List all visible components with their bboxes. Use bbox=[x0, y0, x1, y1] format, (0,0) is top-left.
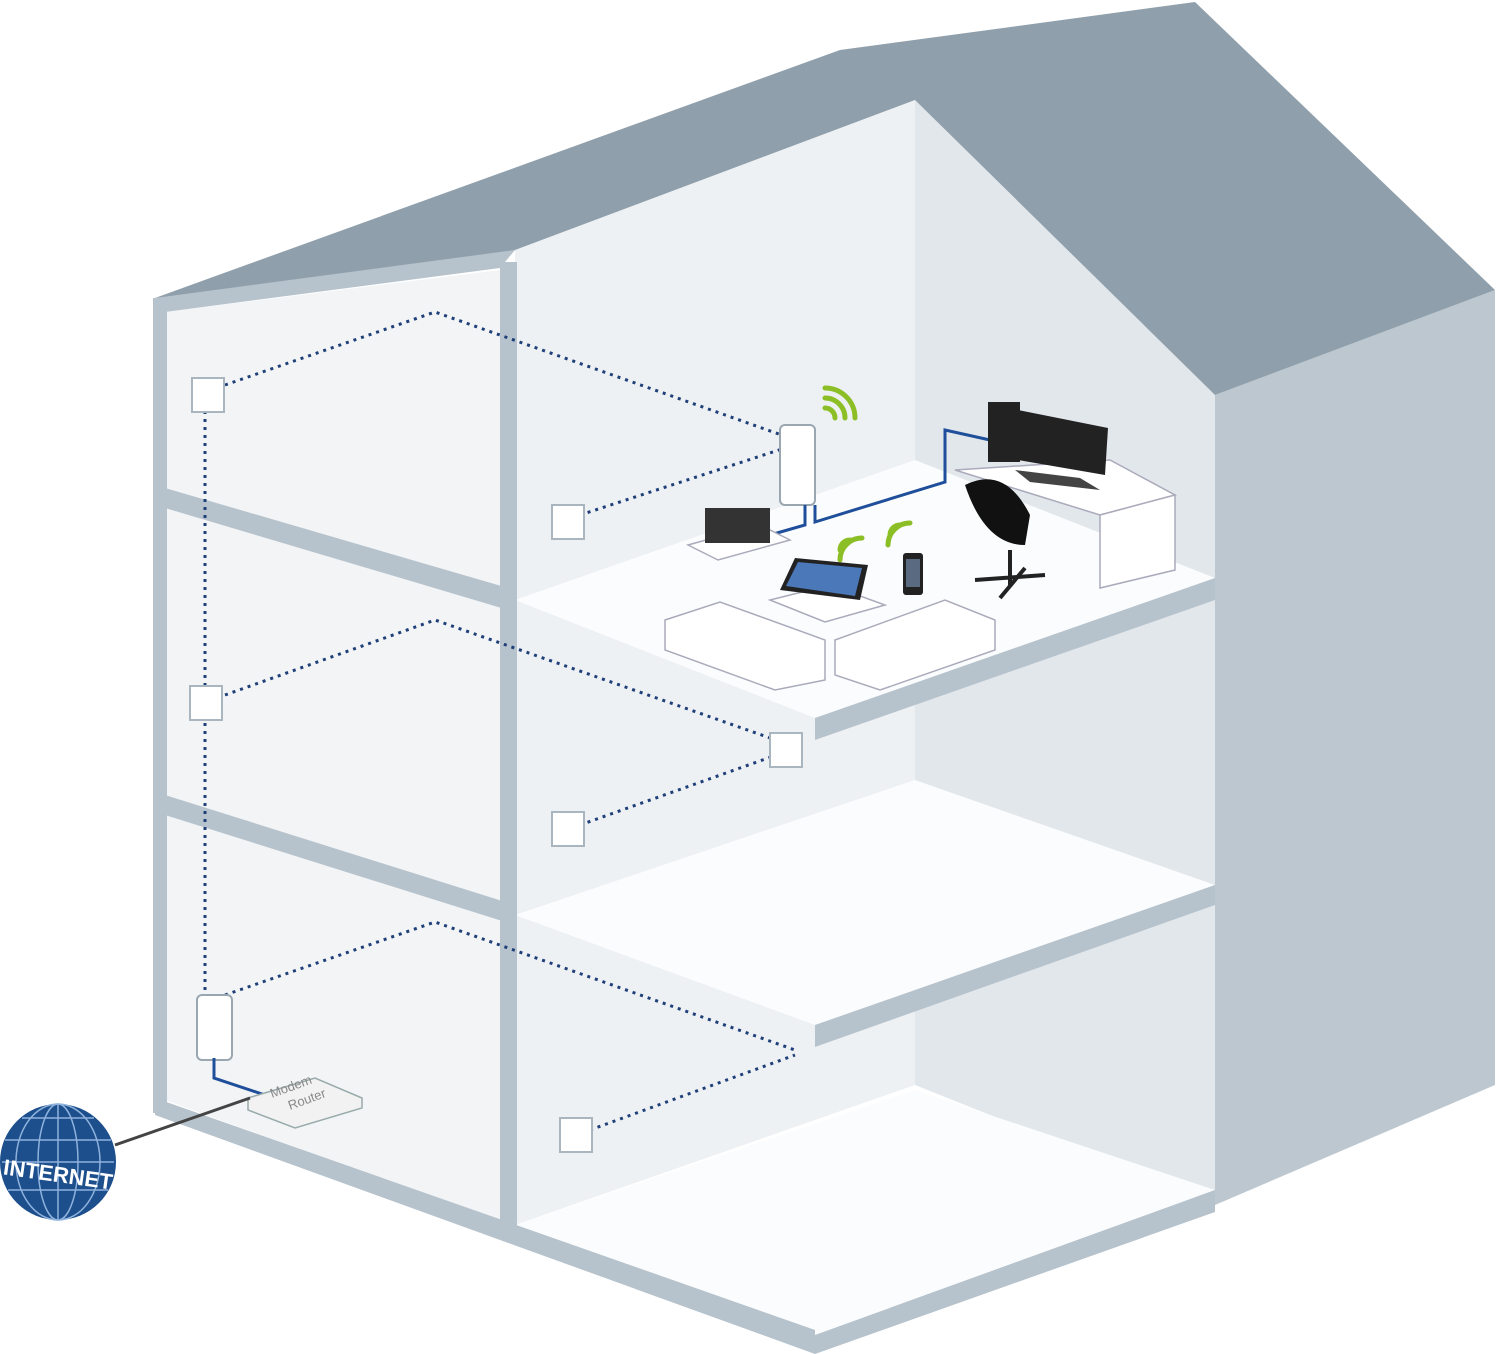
left-floor-band-2 bbox=[165, 795, 515, 925]
roof-inner-edge bbox=[155, 250, 515, 312]
wifi-powerline-adapter bbox=[779, 424, 816, 506]
left-floor-band-1 bbox=[165, 488, 515, 612]
base-band bbox=[155, 1098, 815, 1354]
house-side-wall bbox=[1215, 290, 1495, 1205]
coffee-table-tablet bbox=[767, 558, 888, 623]
adapter-router-cable bbox=[212, 1058, 266, 1097]
middle-floor bbox=[515, 780, 1215, 1025]
wall-outlets bbox=[189, 377, 803, 1153]
center-wall-frame bbox=[500, 262, 517, 1227]
smartphone bbox=[903, 553, 923, 595]
printer-table bbox=[685, 508, 793, 561]
internet-globe-icon: INTERNET bbox=[0, 1103, 116, 1221]
middle-floor-edge bbox=[815, 885, 1215, 1047]
wifi-icon bbox=[822, 385, 913, 563]
ground-floor bbox=[515, 1090, 1215, 1335]
left-room-wall bbox=[165, 270, 500, 1222]
left-wall-frame bbox=[153, 298, 167, 1113]
sofa-right bbox=[834, 599, 996, 691]
roof bbox=[155, 2, 1495, 395]
powerline-wiring bbox=[203, 310, 796, 1132]
adapter-pc-cable bbox=[813, 428, 991, 525]
ground-floor-edge bbox=[815, 1190, 1215, 1354]
adapter-printer-cable bbox=[769, 505, 807, 537]
internet-cable bbox=[114, 1096, 251, 1147]
desk-with-computer bbox=[954, 402, 1178, 589]
top-floor-edge bbox=[815, 578, 1215, 740]
sofa-left bbox=[664, 601, 826, 691]
office-chair bbox=[965, 479, 1046, 600]
powerline-adapter-ground bbox=[196, 994, 233, 1061]
